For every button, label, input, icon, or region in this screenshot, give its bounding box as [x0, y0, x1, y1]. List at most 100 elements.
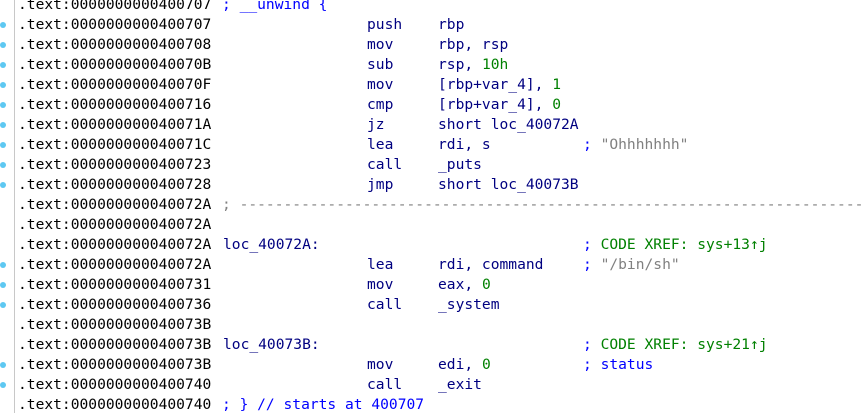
address: .text:000000000040072A — [18, 216, 212, 233]
operands[interactable]: [rbp+var_4], 0 — [438, 95, 561, 115]
breakpoint-dot-icon[interactable] — [0, 362, 6, 368]
address: .text:000000000040071C — [18, 136, 212, 153]
listing-line[interactable]: .text:0000000000400707 push rbp — [0, 15, 865, 35]
operands[interactable]: rdi, s — [438, 135, 491, 155]
inline-comment: ; __unwind { — [222, 0, 328, 13]
operand-text[interactable]: short loc_40072A — [438, 116, 579, 133]
operands[interactable]: edi, 0 — [438, 355, 491, 375]
code-label[interactable]: loc_40072A: — [223, 236, 320, 253]
breakpoint-dot-icon[interactable] — [0, 102, 6, 108]
separator-line: ; --------------------------------------… — [222, 196, 865, 213]
address: .text:000000000040072A — [18, 196, 212, 213]
address: .text:000000000040073B — [18, 316, 212, 333]
operand-text[interactable]: _system — [438, 296, 500, 313]
comment-prefix: ; — [583, 256, 601, 273]
address: .text:0000000000400707 — [18, 16, 212, 33]
comment-text[interactable]: CODE XREF: sys+13↑j — [600, 236, 768, 253]
breakpoint-dot-icon[interactable] — [0, 282, 6, 288]
address: .text:0000000000400707 — [18, 0, 212, 13]
operand-text[interactable]: _exit — [438, 376, 482, 393]
immediate-value: 0 — [481, 276, 491, 293]
listing-line[interactable]: .text:0000000000400707 ; __unwind { — [0, 0, 865, 15]
listing-line[interactable]: .text:000000000040073B — [0, 315, 865, 335]
mnemonic: lea — [367, 136, 394, 153]
comment: ; CODE XREF: sys+21↑j — [583, 335, 768, 355]
operands[interactable]: rbp, rsp — [438, 35, 508, 55]
operand-text[interactable]: short loc_40073B — [438, 176, 579, 193]
operand-text[interactable]: rdi, command — [438, 256, 544, 273]
address: .text:0000000000400736 — [18, 296, 212, 313]
breakpoint-dot-icon[interactable] — [0, 82, 6, 88]
immediate-value: 0 — [552, 96, 562, 113]
immediate-value: 0 — [481, 356, 491, 373]
comment-prefix: ; — [583, 136, 601, 153]
breakpoint-gutter[interactable] — [0, 0, 15, 413]
operands[interactable]: eax, 0 — [438, 275, 491, 295]
operands[interactable]: short loc_40073B — [438, 175, 579, 195]
operands[interactable]: rsp, 10h — [438, 55, 508, 75]
operand-text[interactable]: [rbp+var_4], — [438, 96, 553, 113]
inline-comment: ; } // starts at 400707 — [222, 396, 425, 413]
comment-text[interactable]: CODE XREF: sys+21↑j — [600, 336, 768, 353]
operand-text[interactable]: rbp — [438, 16, 465, 33]
operands[interactable]: rbp — [438, 15, 464, 35]
mnemonic: cmp — [367, 96, 394, 113]
address: .text:0000000000400728 — [18, 176, 212, 193]
breakpoint-dot-icon[interactable] — [0, 182, 6, 188]
mnemonic: jmp — [367, 176, 394, 193]
operand-text[interactable]: [rbp+var_4], — [438, 76, 553, 93]
operands[interactable]: rdi, command — [438, 255, 543, 275]
mnemonic: jz — [367, 116, 385, 133]
operand-text[interactable]: rsp, — [438, 56, 482, 73]
operands[interactable]: [rbp+var_4], 1 — [438, 75, 561, 95]
listing-line[interactable]: .text:000000000040072A — [0, 215, 865, 235]
breakpoint-dot-icon[interactable] — [0, 22, 6, 28]
listing-line[interactable]: .text:0000000000400728 jmp short loc_40073… — [0, 175, 865, 195]
address: .text:000000000040072A — [18, 256, 212, 273]
comment-text: status — [600, 356, 654, 373]
immediate-value: 1 — [552, 76, 562, 93]
operand-text[interactable]: edi, — [438, 356, 482, 373]
comment-text: "/bin/sh" — [600, 256, 680, 273]
operands[interactable]: _puts — [438, 155, 482, 175]
breakpoint-dot-icon[interactable] — [0, 142, 6, 148]
address: .text:000000000040070B — [18, 56, 212, 73]
comment: ; "/bin/sh" — [583, 255, 680, 275]
operands[interactable]: short loc_40072A — [438, 115, 579, 135]
listing-line[interactable]: .text:0000000000400740; } // starts at 4… — [0, 395, 865, 415]
operand-text[interactable]: rbp, rsp — [438, 36, 509, 53]
listing-line[interactable]: .text:000000000040072A ; ----------------… — [0, 195, 865, 215]
breakpoint-dot-icon[interactable] — [0, 162, 6, 168]
address: .text:0000000000400723 — [18, 156, 212, 173]
breakpoint-dot-icon[interactable] — [0, 382, 6, 388]
comment-prefix: ; — [583, 236, 601, 253]
operands[interactable]: _system — [438, 295, 500, 315]
mnemonic: push — [367, 16, 403, 33]
mnemonic: mov — [367, 36, 394, 53]
breakpoint-dot-icon[interactable] — [0, 122, 6, 128]
operand-text[interactable]: eax, — [438, 276, 482, 293]
code-label[interactable]: loc_40073B: — [223, 336, 320, 353]
operand-text[interactable]: rdi, s — [438, 136, 491, 153]
operand-text[interactable]: _puts — [438, 156, 482, 173]
listing-line[interactable]: .text:0000000000400716 cmp [rbp+var_4], 0 — [0, 95, 865, 115]
breakpoint-dot-icon[interactable] — [0, 302, 6, 308]
address: .text:0000000000400716 — [18, 96, 212, 113]
breakpoint-dot-icon[interactable] — [0, 42, 6, 48]
breakpoint-dot-icon[interactable] — [0, 262, 6, 268]
operands[interactable]: _exit — [438, 375, 482, 395]
breakpoint-dot-icon[interactable] — [0, 62, 6, 68]
